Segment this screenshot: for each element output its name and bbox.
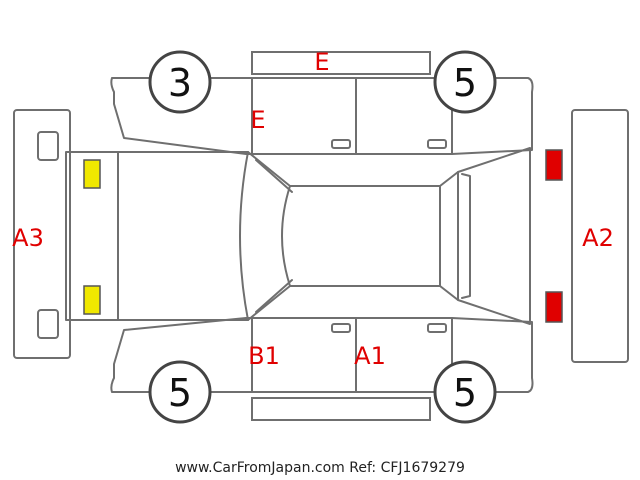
grade-circle [148,360,212,424]
car-body-top-view [65,147,531,325]
grade-value: 3 [168,61,192,105]
left-bumper [13,109,71,359]
grade-circle [148,50,212,114]
grade-front-left: 3 [148,50,212,114]
bottom-roof-strip [251,397,431,421]
code-right-bumper: A2 [582,224,614,252]
code-left-bumper: A3 [12,224,44,252]
grade-value: 5 [168,371,192,415]
code-left-door-top: E [250,106,265,134]
front-left-light [83,159,101,189]
grade-value: 5 [453,371,477,415]
code-bottom-right: A1 [354,342,386,370]
front-right-light [545,149,563,181]
grade-circle [433,50,497,114]
top-side-view [110,77,534,155]
grade-rear-left: 5 [148,360,212,424]
grade-rear-right: 5 [433,360,497,424]
grade-front-right: 5 [433,50,497,114]
rear-left-light [83,285,101,315]
rear-right-light [545,291,563,323]
grade-value: 5 [453,61,477,105]
right-bumper [571,109,629,363]
code-bottom-left: B1 [248,342,280,370]
reference-footer: www.CarFromJapan.com Ref: CFJ1679279 [175,460,465,476]
code-top-panel: E [314,48,329,76]
top-roof-strip [251,51,431,75]
grade-circle [433,360,497,424]
